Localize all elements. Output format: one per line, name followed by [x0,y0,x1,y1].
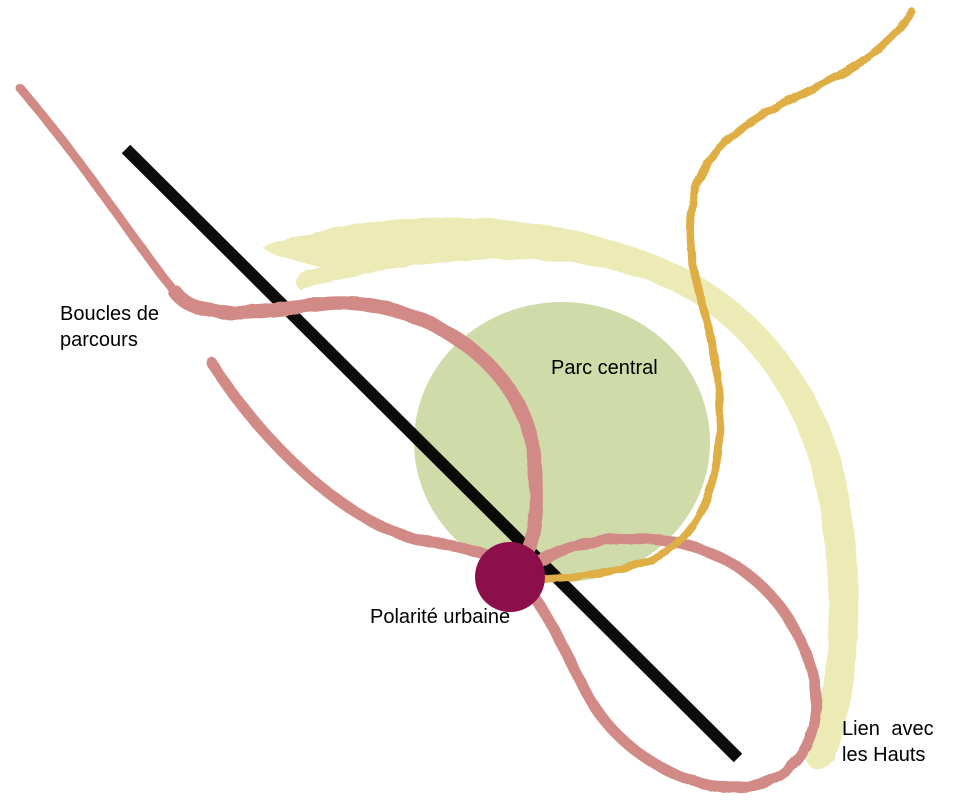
central-park-label: Parc central [551,357,658,379]
main-axis-line [121,144,743,763]
loop-left-branch [15,83,180,297]
urban-pole-label: Polarité urbaine [370,606,511,628]
loops-label-line-1: Boucles de [60,303,159,325]
link-hauts-label: Lien avec les Hauts [842,716,934,768]
urban-pole-marker [475,542,545,612]
crescent-band [262,217,859,769]
link-label-line-1: Lien avec [842,718,934,740]
loop-lower-right [512,532,822,793]
loops-label: Boucles de parcours [60,301,159,353]
link-label-line-2: les Hauts [842,744,926,766]
link-path-hauts [514,8,916,584]
loops-label-line-2: parcours [60,329,138,351]
loop-upper [168,285,544,582]
